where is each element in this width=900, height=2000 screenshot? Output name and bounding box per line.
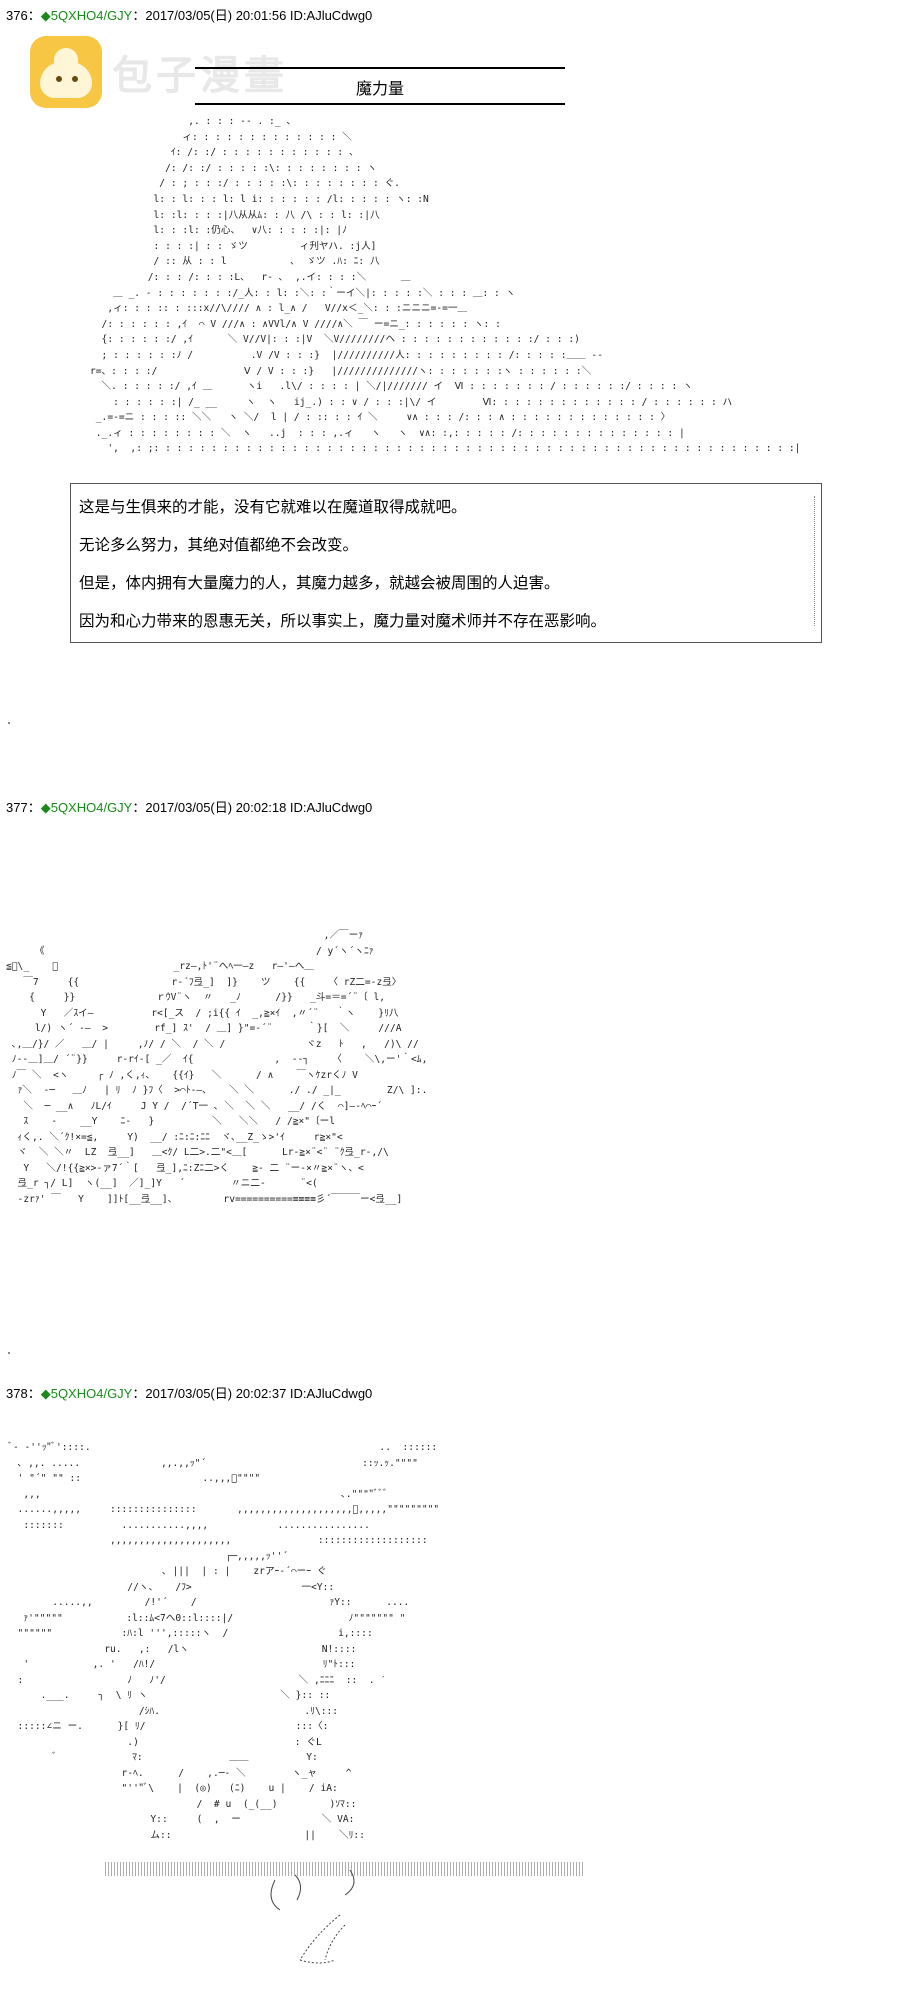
post-trip[interactable]: ◆5QXHO4/GJY <box>40 800 133 815</box>
bun-logo-icon <box>30 36 102 108</box>
watermark: 包子漫畫 <box>30 36 288 108</box>
title-bottom-rule <box>195 103 565 105</box>
description-box: 这是与生俱来的才能，没有它就难以在魔道取得成就吧。 无论多么努力，其绝对值都绝不… <box>70 483 822 643</box>
description-line-2: 无论多么努力，其绝对值都绝不会改变。 <box>79 537 359 554</box>
description-line-1: 这是与生俱来的才能，没有它就难以在魔道取得成就吧。 <box>79 499 467 516</box>
watermark-text: 包子漫畫 <box>112 54 288 98</box>
ascii-art-figure-1: ,. : : : -- . :_ 、 ィ: : : : : : : : : : … <box>90 116 801 455</box>
post-meta: ：2017/03/05(日) 20:01:56 ID:AJluCdwg0 <box>132 8 373 23</box>
section-title: 魔力量 <box>355 81 404 98</box>
post-meta: ：2017/03/05(日) 20:02:18 ID:AJluCdwg0 <box>132 800 373 815</box>
post-number[interactable]: 376 <box>6 8 28 23</box>
post-separator: ： <box>27 1386 41 1401</box>
tail-figure-icon <box>270 1870 355 1964</box>
box-side-dots <box>812 496 815 626</box>
ground-line <box>105 1862 585 1876</box>
post-trip[interactable]: ◆5QXHO4/GJY <box>40 8 133 23</box>
post-header-377: 377：◆5QXHO4/GJY：2017/03/05(日) 20:02:18 I… <box>6 800 372 816</box>
post-meta: ：2017/03/05(日) 20:02:37 ID:AJluCdwg0 <box>132 1386 373 1401</box>
post-trip[interactable]: ◆5QXHO4/GJY <box>40 1386 133 1401</box>
description-line-3: 但是，体内拥有大量魔力的人，其魔力越多，就越会被周围的人迫害。 <box>79 575 560 592</box>
ascii-art-figure-2: ,／￣ーｧ 《 / y´ヽ´ヽﾆｧ ≦ﾞ\_ 《 _rz―,ﾄ'¨へﾍ一―z r… <box>6 930 428 1205</box>
post-header-376: 376：◆5QXHO4/GJY：2017/03/05(日) 20:01:56 I… <box>6 8 372 24</box>
post-separator-dot <box>8 1352 10 1354</box>
post-separator: ： <box>27 800 41 815</box>
post-number[interactable]: 378 <box>6 1386 28 1401</box>
ascii-art-figure-3: ﾞ‐ ‐''ｯ"ﾞ'::::. .. :::::: ､ ,,. ..... ,,… <box>6 1442 440 1841</box>
post-number[interactable]: 377 <box>6 800 28 815</box>
post-separator-dot <box>8 722 10 724</box>
post-header-378: 378：◆5QXHO4/GJY：2017/03/05(日) 20:02:37 I… <box>6 1386 372 1402</box>
post-separator: ： <box>27 8 41 23</box>
description-line-4: 因为和心力带来的恩惠无关，所以事实上，魔力量对魔术师并不存在恶影响。 <box>79 613 607 630</box>
title-top-rule <box>195 67 565 69</box>
